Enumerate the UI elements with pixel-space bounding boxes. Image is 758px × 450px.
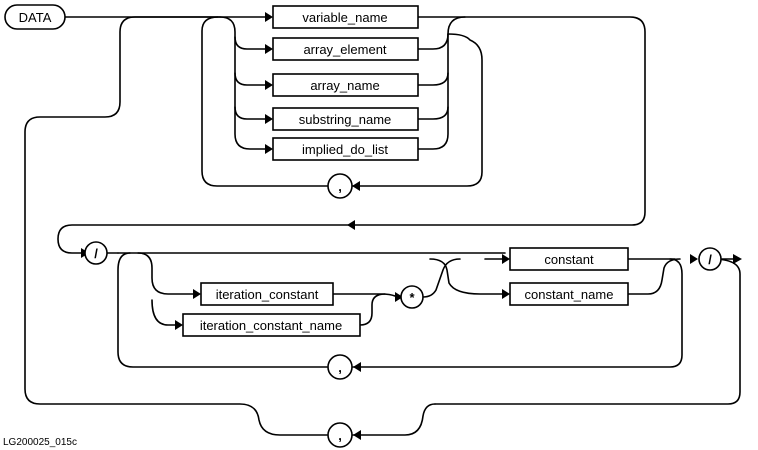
- star-symbol: *: [400, 285, 424, 309]
- value-label: constant_name: [525, 287, 614, 302]
- target-box-variable-name: variable_name: [272, 5, 419, 29]
- target-box-array-element: array_element: [272, 37, 419, 61]
- value-label: constant: [544, 252, 594, 267]
- slash-label: /: [94, 246, 98, 261]
- row-1-connectors: [57, 16, 646, 254]
- target-label: array_name: [310, 78, 379, 93]
- row-2-arrowheads: [81, 248, 742, 440]
- row-1-arrowheads: [265, 12, 360, 230]
- target-label: substring_name: [299, 112, 392, 127]
- value-box-constant-name: constant_name: [509, 282, 629, 306]
- target-box-implied-do-list: implied_do_list: [272, 137, 419, 161]
- value-comma-symbol: ,: [327, 354, 353, 380]
- target-label: array_element: [303, 42, 386, 57]
- close-slash-symbol: /: [698, 247, 722, 271]
- target-label: implied_do_list: [302, 142, 388, 157]
- target-comma-symbol: ,: [327, 173, 353, 199]
- row-2-connectors: [24, 16, 741, 436]
- figure-id: LG200025_015c: [3, 437, 77, 448]
- data-keyword-label: DATA: [19, 10, 52, 25]
- open-slash-symbol: /: [84, 241, 108, 265]
- repeat-label: iteration_constant: [216, 287, 319, 302]
- repeat-label: iteration_constant_name: [200, 318, 342, 333]
- slash-label: /: [708, 252, 712, 267]
- star-label: *: [409, 290, 415, 305]
- comma-label: ,: [338, 179, 342, 194]
- target-label: variable_name: [302, 10, 387, 25]
- repeat-box-iteration-constant: iteration_constant: [200, 282, 334, 306]
- value-box-constant: constant: [509, 247, 629, 271]
- data-keyword: DATA: [4, 4, 66, 30]
- repeat-box-iteration-constant-name: iteration_constant_name: [182, 313, 361, 337]
- target-box-substring-name: substring_name: [272, 107, 419, 131]
- comma-label: ,: [338, 428, 342, 443]
- comma-label: ,: [338, 360, 342, 375]
- target-box-array-name: array_name: [272, 73, 419, 97]
- outer-comma-symbol: ,: [327, 422, 353, 448]
